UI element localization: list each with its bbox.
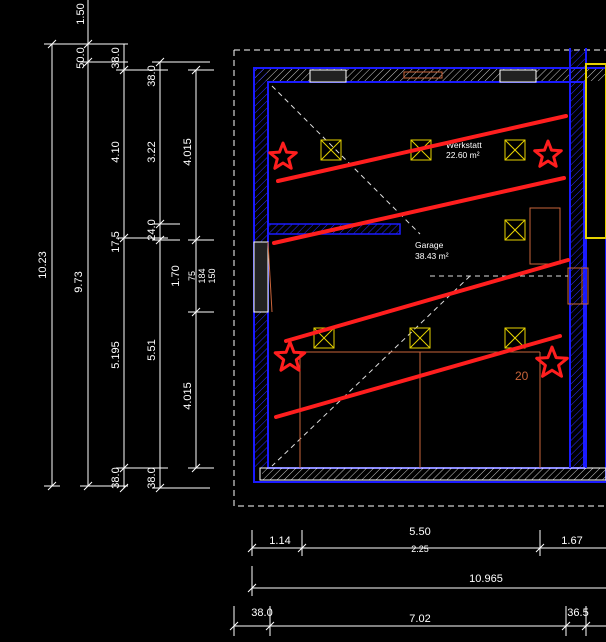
dim-c3-bottom: 38.0	[110, 467, 122, 488]
bottom-dimension-chains	[229, 530, 606, 636]
light-fixture	[409, 327, 431, 349]
bottom-wall	[259, 467, 606, 481]
dim-r3-b: 7.02	[409, 613, 430, 625]
light-fixtures	[313, 139, 526, 349]
dim-overall-1: 10.23	[37, 251, 49, 279]
star-icon	[533, 139, 563, 168]
dim-c5-mid: 1.70	[170, 265, 182, 286]
dim-r1-c: 1.67	[561, 535, 582, 547]
wall-hatching	[255, 50, 606, 480]
star-icon	[273, 340, 307, 372]
dim-c5-b: 4.015	[182, 382, 194, 410]
dim-c3-mid: 17.5	[110, 231, 122, 252]
room-garage-name: Garage	[415, 240, 444, 250]
room-werkstatt-area: 22.60 m²	[446, 150, 480, 160]
left-dimension-chains	[44, 0, 214, 493]
dashed-guides	[271, 85, 568, 467]
dim-c3-a: 4.10	[110, 141, 122, 162]
dim-r3-a: 38.0	[251, 607, 272, 619]
bottom-dimension-small-labels: 2.25	[411, 544, 429, 554]
roof-outline	[233, 49, 606, 507]
red-line	[276, 114, 568, 183]
dim-top-3: 38.0	[110, 47, 122, 68]
dim-c6-c: 150	[207, 268, 217, 283]
dim-c3-top: 38.0	[146, 65, 158, 86]
outer-walls	[253, 67, 606, 483]
red-line	[272, 176, 566, 245]
dim-overall-2: 9.73	[73, 271, 85, 292]
dim-c6-a: 75	[187, 271, 197, 281]
bottom-dimension-labels: 1.14 5.50 1.67 10.965 38.0 7.02 36.5	[251, 526, 588, 625]
light-fixture	[320, 139, 342, 161]
room-garage-area: 38.43 m²	[415, 251, 449, 261]
left-door	[253, 241, 273, 313]
dim-c4-bottom: 38.0	[146, 467, 158, 488]
interior-wall-right	[569, 48, 606, 468]
dim-r3-c: 36.5	[567, 607, 588, 619]
red-strike-lines	[272, 114, 570, 419]
star-icon	[535, 345, 569, 378]
left-dimension-small-labels: 75 184 150	[187, 268, 217, 283]
red-line	[284, 258, 570, 343]
dim-r1-a: 1.14	[269, 535, 290, 547]
top-windows	[309, 69, 537, 83]
red-stars	[268, 139, 569, 378]
room-labels: Werkstatt 22.60 m² Garage 38.43 m²	[415, 140, 482, 261]
dim-r1-b-sub: 2.25	[411, 544, 429, 554]
right-door	[567, 267, 589, 305]
dim-c3-b: 5.195	[110, 341, 122, 369]
dim-top-2: 50.0	[75, 47, 87, 68]
dim-c5-a: 4.015	[182, 138, 194, 166]
room-werkstatt-name: Werkstatt	[446, 140, 482, 150]
dim-top-1: 1.50	[75, 3, 87, 24]
dim-c6-b: 184	[197, 268, 207, 283]
star-icon	[268, 141, 298, 170]
light-fixture	[504, 219, 526, 241]
light-fixture	[504, 139, 526, 161]
dim-c4-b: 5.51	[146, 339, 158, 360]
red-line	[274, 334, 562, 419]
dim-c4-mid: 24.0	[146, 219, 158, 240]
level-label: 20	[515, 369, 529, 383]
dim-c4-a: 3.22	[146, 141, 158, 162]
dim-r2-total: 10.965	[469, 573, 503, 585]
dim-r1-b: 5.50	[409, 526, 430, 538]
left-dimension-labels: 10.23 9.73 1.50 50.0 38.0 38.0 4.10 17.5…	[37, 3, 194, 488]
